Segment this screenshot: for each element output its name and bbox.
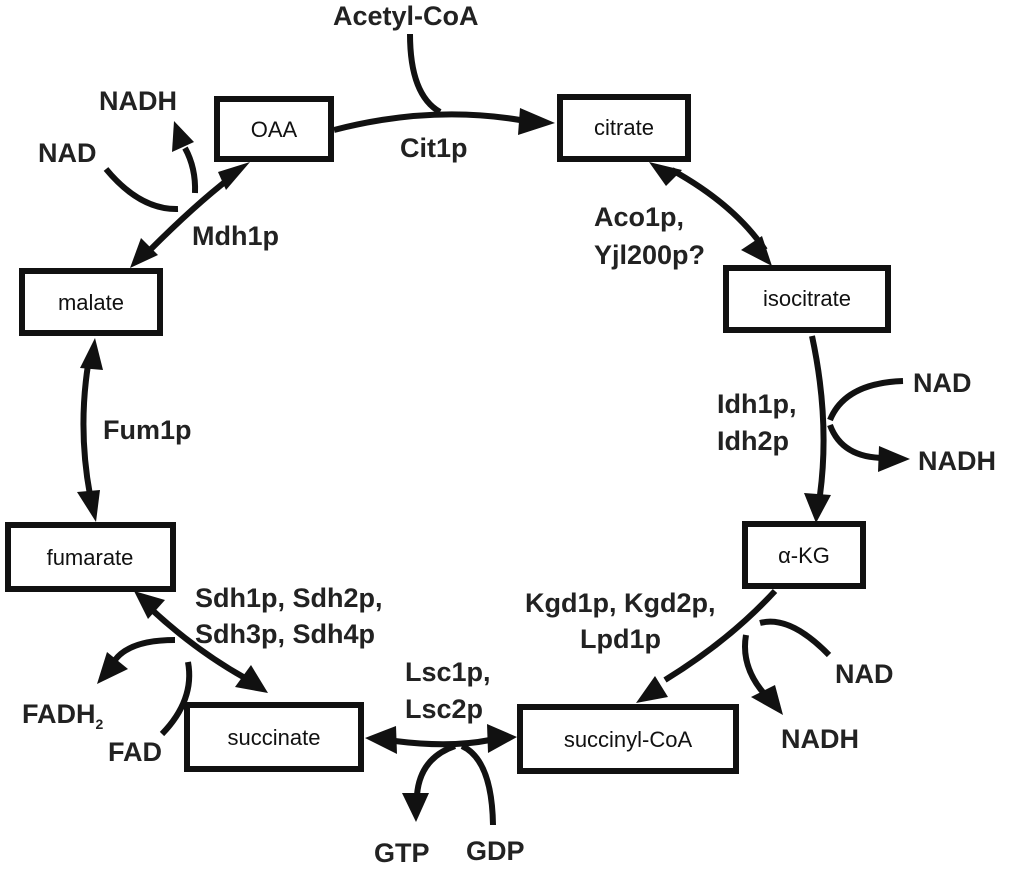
idh-nadh-line bbox=[827, 423, 886, 461]
arrowhead-oaa bbox=[218, 162, 250, 190]
node-label-isocitrate: isocitrate bbox=[763, 286, 851, 311]
enzyme-fum1p: Fum1p bbox=[103, 415, 192, 445]
enzyme-cit1p: Cit1p bbox=[400, 133, 468, 163]
node-citrate: citrate bbox=[557, 94, 691, 162]
cofactor-gdp: GDP bbox=[466, 836, 525, 866]
node-fumarate: fumarate bbox=[5, 522, 176, 592]
enzyme-idh1p: Idh1p, bbox=[717, 389, 797, 419]
node-label-citrate: citrate bbox=[594, 115, 654, 140]
lsc-gtp-line bbox=[414, 743, 457, 796]
cofactor-idh-nadh: NADH bbox=[918, 446, 996, 476]
sdh-fad-line bbox=[159, 661, 193, 737]
cofactor-mdh-nad: NAD bbox=[38, 138, 97, 168]
cofactor-fad: FAD bbox=[108, 737, 162, 767]
lsc-gdp-line bbox=[460, 743, 496, 826]
node-label-akg: α-KG bbox=[778, 543, 830, 568]
arrowhead-malate bbox=[80, 338, 103, 370]
cofactor-acetyl-coa: Acetyl-CoA bbox=[333, 1, 479, 31]
node-label-succinyl-coa: succinyl-CoA bbox=[564, 727, 693, 752]
arrowhead-citrate-rev bbox=[649, 162, 682, 186]
mdh-nad-line bbox=[103, 167, 179, 213]
cofactor-idh-nad: NAD bbox=[913, 368, 972, 398]
arrowhead-fumarate bbox=[134, 591, 165, 619]
enzyme-yjl200p: Yjl200p? bbox=[594, 240, 705, 270]
enzyme-idh2p: Idh2p bbox=[717, 426, 789, 456]
arc-succinylcoa-succinate bbox=[394, 737, 491, 748]
arrowhead-fadh2 bbox=[97, 652, 128, 684]
idh-nad-line bbox=[827, 378, 904, 422]
cofactor-gtp: GTP bbox=[374, 838, 430, 868]
arrowhead-succinylcoa bbox=[636, 676, 668, 703]
arrowhead-akg bbox=[804, 493, 831, 523]
cofactor-mdh-nadh: NADH bbox=[99, 86, 177, 116]
cofactor-fadh2-subscript: 2 bbox=[96, 716, 104, 732]
arrowhead-kgd-nadh bbox=[751, 685, 783, 715]
cofactor-fadh2: FADH2 bbox=[22, 699, 104, 732]
arc-succinate-fumarate bbox=[147, 605, 247, 681]
arrowhead-gtp bbox=[402, 793, 429, 822]
enzyme-sdh-1: Sdh1p, Sdh2p, bbox=[195, 583, 383, 613]
enzyme-aco1p: Aco1p, bbox=[594, 202, 684, 232]
kgd-nad-line bbox=[759, 618, 832, 658]
node-succinate: succinate bbox=[184, 702, 364, 772]
enzyme-sdh-2: Sdh3p, Sdh4p bbox=[195, 619, 375, 649]
arrowhead-succinate-in bbox=[235, 665, 268, 693]
arrowhead-succinylcoa-rev bbox=[487, 724, 517, 753]
cofactor-fadh2-main: FADH bbox=[22, 699, 96, 729]
arrowhead-fumarate-in bbox=[77, 490, 100, 522]
enzyme-kgd: Kgd1p, Kgd2p, bbox=[525, 588, 716, 618]
cofactor-kgd-nad: NAD bbox=[835, 659, 894, 689]
acetyl-coa-input-line bbox=[407, 33, 442, 115]
enzyme-lsc1p: Lsc1p, bbox=[405, 657, 491, 687]
mdh-nadh-line bbox=[182, 146, 199, 194]
enzyme-lsc2p: Lsc2p bbox=[405, 694, 483, 724]
arrowhead-idh-nadh bbox=[878, 446, 910, 472]
arrowhead-citrate bbox=[518, 108, 555, 135]
node-oaa: OAA bbox=[214, 96, 334, 162]
arc-akg-succinylcoa bbox=[663, 588, 778, 683]
arc-citrate-isocitrate bbox=[670, 167, 768, 252]
arrowhead-succinate bbox=[365, 726, 397, 754]
sdh-fadh2-line bbox=[112, 637, 176, 662]
arc-malate-oaa bbox=[147, 175, 232, 253]
node-succinyl-coa: succinyl-CoA bbox=[517, 704, 739, 774]
cofactor-kgd-nadh: NADH bbox=[781, 724, 859, 754]
arrowhead-malate-in bbox=[130, 238, 158, 268]
enzyme-mdh1p: Mdh1p bbox=[192, 221, 279, 251]
node-isocitrate: isocitrate bbox=[723, 265, 891, 333]
enzyme-lpd1p: Lpd1p bbox=[580, 624, 661, 654]
node-label-fumarate: fumarate bbox=[47, 545, 134, 570]
node-label-malate: malate bbox=[58, 290, 124, 315]
arrowhead-mdh-nadh bbox=[172, 121, 194, 152]
node-malate: malate bbox=[19, 268, 163, 336]
arc-isocitrate-akg bbox=[809, 335, 827, 496]
arc-fumarate-malate bbox=[80, 364, 93, 496]
node-label-succinate: succinate bbox=[228, 725, 321, 750]
node-label-oaa: OAA bbox=[251, 117, 298, 142]
arrowhead-isocitrate bbox=[741, 236, 772, 266]
arc-oaa-citrate bbox=[333, 111, 521, 133]
node-akg: α-KG bbox=[742, 521, 866, 589]
